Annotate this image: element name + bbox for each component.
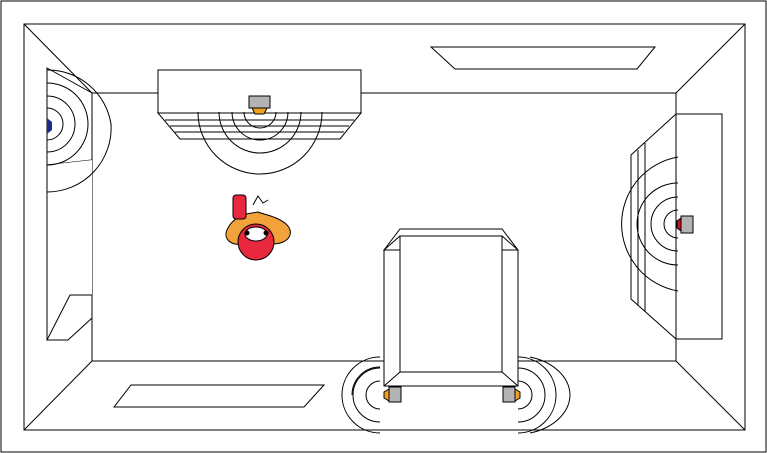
corner-top-right xyxy=(675,23,746,94)
front-left-waves xyxy=(46,69,112,193)
speaker-right-wall-icon xyxy=(676,215,694,234)
sofa xyxy=(382,228,520,387)
corner-bottom-left xyxy=(23,360,93,431)
bottom-window xyxy=(112,384,326,408)
sound-waves xyxy=(46,69,679,434)
speaker-front-left-icon xyxy=(47,118,52,134)
center-waves xyxy=(197,111,323,175)
corner-bottom-right xyxy=(675,360,746,431)
corner-top-left xyxy=(23,23,93,94)
outer-wall xyxy=(23,23,746,431)
sofa-seat xyxy=(399,235,503,373)
rear-right-waves xyxy=(517,356,571,434)
speaker-icon xyxy=(47,118,52,134)
speakers xyxy=(47,95,694,403)
right-cabinet-face xyxy=(630,112,677,341)
speaker-center-icon xyxy=(248,95,271,115)
speaker-rear-right-icon xyxy=(502,386,521,403)
top-window xyxy=(429,46,657,70)
speaker-rear-left-icon xyxy=(383,386,402,403)
remote-icon xyxy=(232,194,247,220)
listener-icon xyxy=(225,194,291,261)
right-waves xyxy=(621,156,679,292)
left-recess-lower xyxy=(46,294,93,341)
rear-left-waves xyxy=(341,356,381,434)
